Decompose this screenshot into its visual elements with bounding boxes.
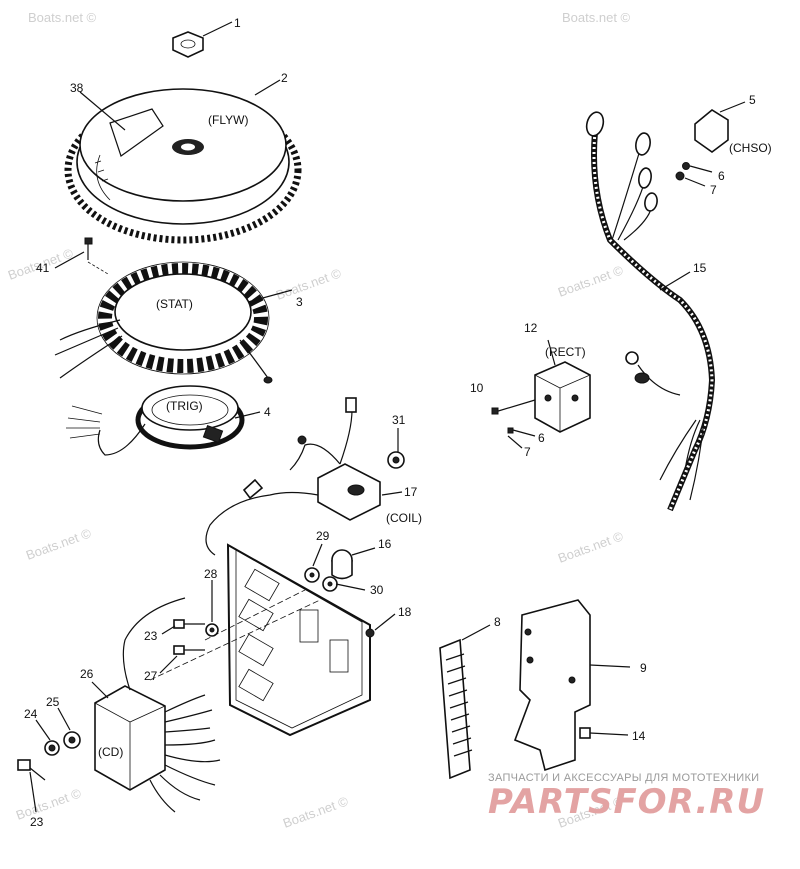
part-mounting-plate [149,543,396,737]
part-stator [54,261,293,384]
callout-28: 28 [204,567,218,581]
callout-6a: 6 [718,169,725,183]
callout-10: 10 [470,381,484,395]
part-fasteners [159,580,219,674]
callout-41: 41 [36,261,50,275]
watermark: Boats.net © [556,528,626,566]
callout-9: 9 [640,661,647,675]
callout-24: 24 [24,707,38,721]
callout-16: 16 [378,537,392,551]
callout-17: 17 [404,485,418,499]
tag-chso: (CHSO) [729,141,772,155]
part-trigger [66,385,261,456]
part-screw-41 [54,237,109,275]
tag-flyw: (FLYW) [208,113,248,127]
callout-31: 31 [392,413,406,427]
callout-38: 38 [70,81,84,95]
part-coil [205,397,405,556]
callout-23a: 23 [144,629,158,643]
part-chso [675,101,746,187]
callout-23b: 23 [30,815,44,829]
watermark: Boats.net © [14,785,84,823]
watermark: Boats.net © [562,10,631,25]
brand-logo: PARTSFOR.RU [488,782,766,822]
tag-cd: (CD) [98,745,123,759]
tag-rect: (RECT) [545,345,586,359]
part-cd-module [91,597,221,813]
part-rectifier [491,339,591,449]
watermark: Boats.net © [274,265,344,303]
callout-labels: 1 2 38 41 3 4 5 6 7 15 12 10 6 7 31 17 1… [24,16,756,829]
brand-logo-block: ЗАПЧАСТИ И АКСЕССУАРЫ ДЛЯ МОТОТЕХНИКИ PA… [488,772,788,822]
callout-1: 1 [234,16,241,30]
callout-8: 8 [494,615,501,629]
callout-4: 4 [264,405,271,419]
part-harness [585,111,716,512]
callout-14: 14 [632,729,646,743]
part-spacers [304,543,376,592]
part-bracket [513,599,631,772]
callout-18: 18 [398,605,412,619]
callout-6b: 6 [538,431,545,445]
part-cd-fasteners [17,707,81,813]
callout-26: 26 [80,667,94,681]
watermark: Boats.net © [556,262,626,300]
part-terminal-strip [439,624,491,780]
tag-coil: (COIL) [386,511,422,525]
callout-25: 25 [46,695,60,709]
tag-trig: (TRIG) [166,399,203,413]
watermark: Boats.net © [281,793,351,831]
callout-12: 12 [524,321,538,335]
callout-5: 5 [749,93,756,107]
callout-7b: 7 [524,445,531,459]
part-nut [172,21,233,58]
callout-29: 29 [316,529,330,543]
callout-3: 3 [296,295,303,309]
callout-15: 15 [693,261,707,275]
callout-7a: 7 [710,183,717,197]
callout-2: 2 [281,71,288,85]
watermark: Boats.net © [24,525,94,563]
watermark: Boats.net © [28,10,97,25]
component-tags: (FLYW) (STAT) (TRIG) (CHSO) (RECT) (COIL… [98,113,772,759]
callout-30: 30 [370,583,384,597]
part-flywheel [64,79,302,244]
tag-stat: (STAT) [156,297,193,311]
callout-27: 27 [144,669,158,683]
brand-tagline: ЗАПЧАСТИ И АКСЕССУАРЫ ДЛЯ МОТОТЕХНИКИ [488,772,760,784]
